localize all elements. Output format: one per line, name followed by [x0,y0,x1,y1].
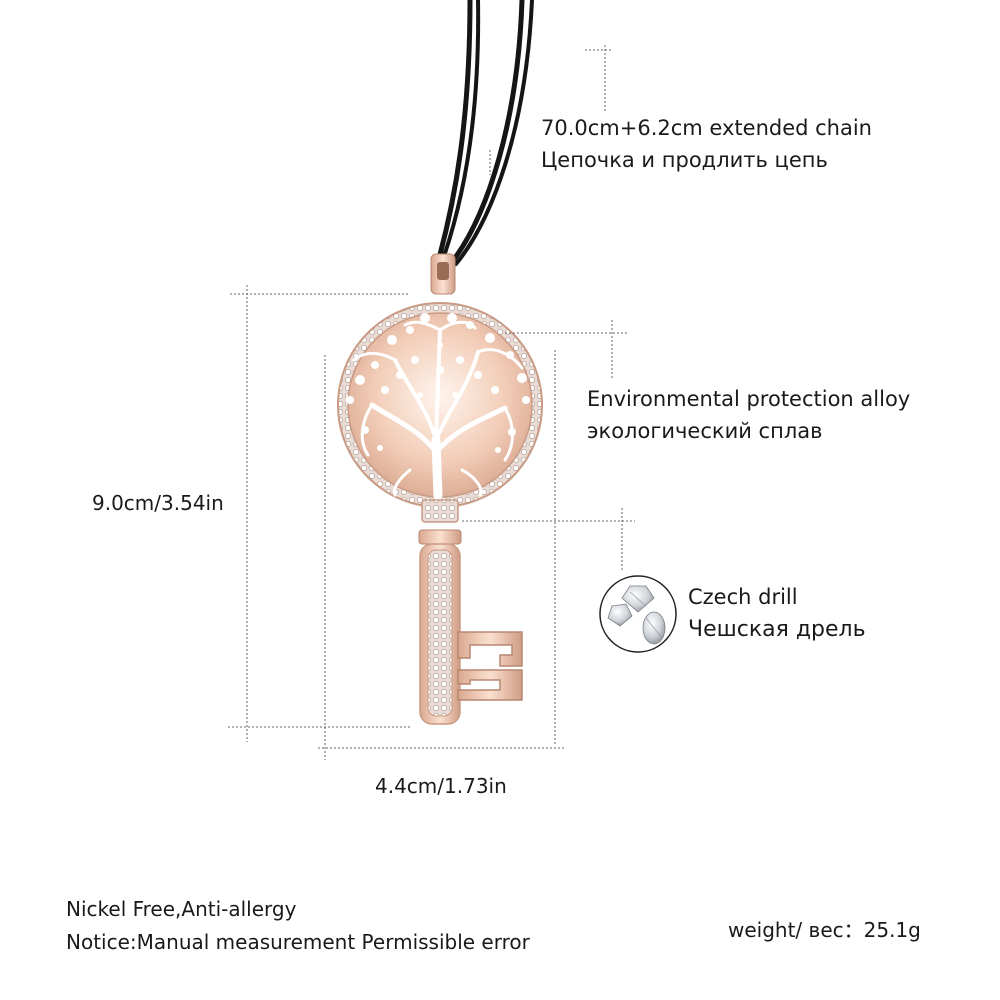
black-cord-necklace [435,0,534,266]
nickel-free-note: Nickel Free,Anti-allergy [66,897,297,921]
tree-leaves [346,313,530,453]
measurement-notice: Notice:Manual measurement Permissible er… [66,930,530,954]
pendant-bail [430,253,456,295]
alloy-label-ru: экологический сплав [587,419,823,443]
alloy-label: Environmental protection alloy [587,387,911,411]
czech-drill-label-ru: Чешская дрель [688,617,866,642]
width-dimension-label: 4.4cm/1.73in [375,774,507,798]
key-shaft [419,543,461,725]
chain-length-label: 70.0cm+6.2cm extended chain [541,116,872,140]
key-bit [457,631,523,701]
measurement-guides [228,45,635,760]
height-dimension-label: 9.0cm/3.54in [92,491,224,515]
weight-label: weight/ вес：25.1g [728,918,921,942]
chain-length-label-ru: Цепочка и продлить цепь [541,148,828,172]
czech-drill-gem-image [599,575,677,653]
czech-drill-label: Czech drill [688,585,798,609]
key-collar [418,499,462,545]
